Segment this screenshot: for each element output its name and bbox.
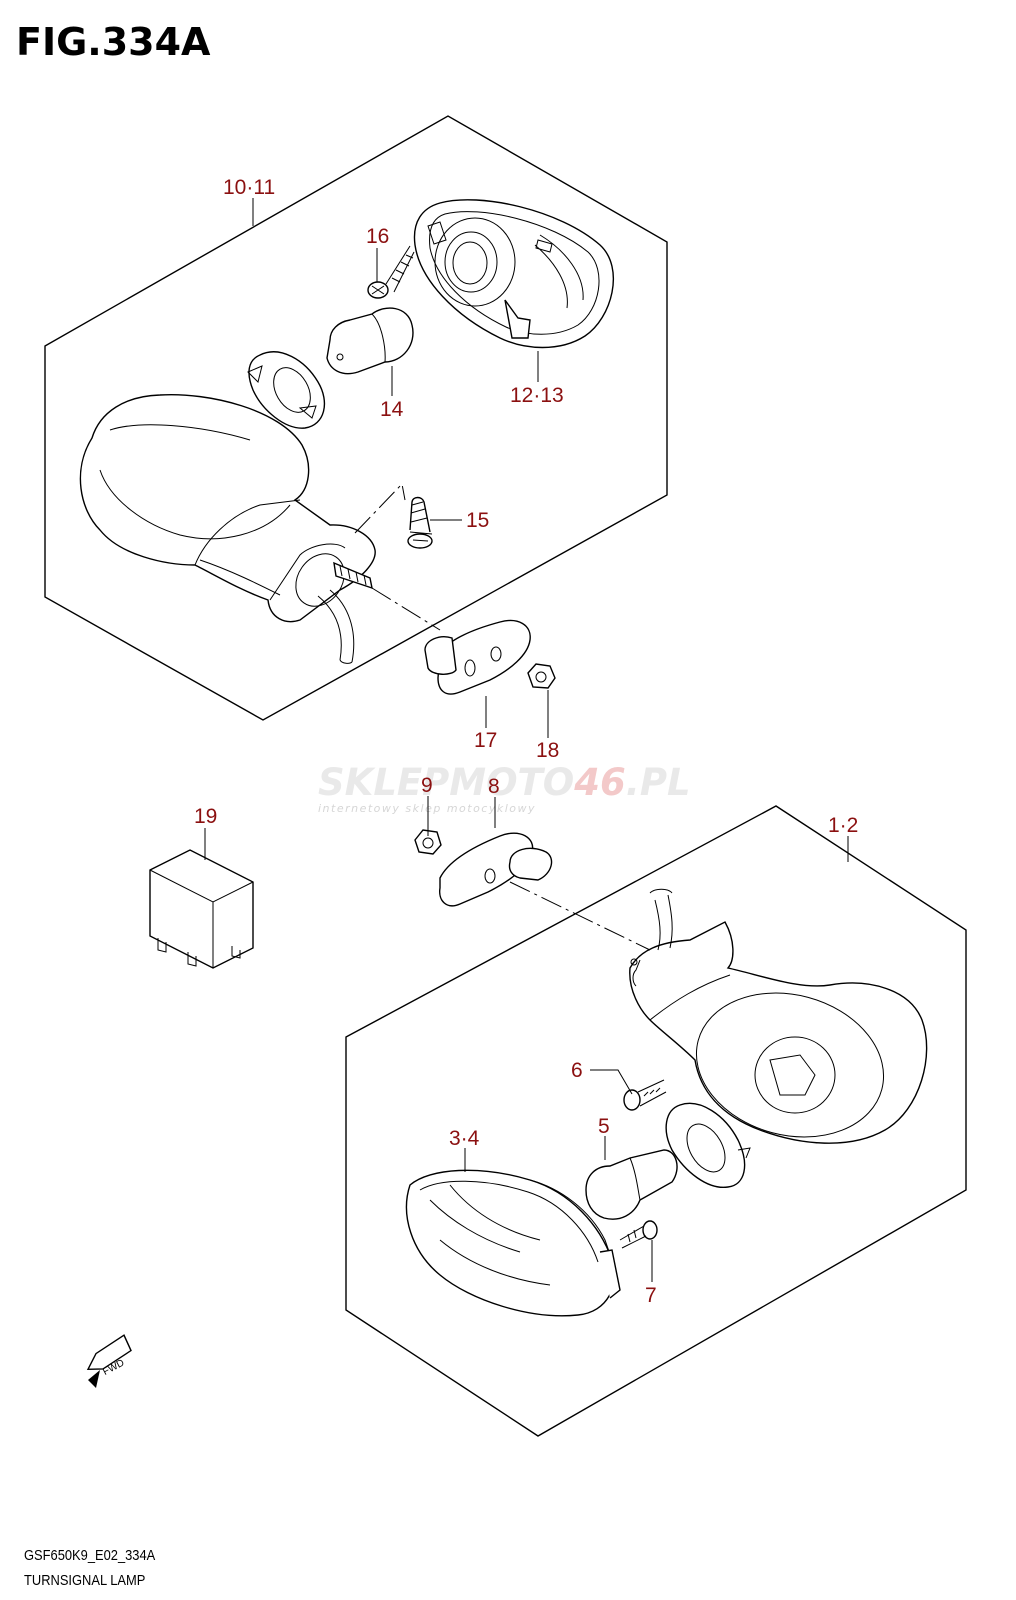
callout-16: 16: [366, 225, 389, 248]
figure-code: GSF650K9_E02_334A: [24, 1547, 156, 1564]
svg-text:SKLEPMOTO46.PL: SKLEPMOTO46.PL: [318, 761, 691, 804]
figure-title: FIG.334A: [16, 20, 211, 64]
lens-part-3-4: [405, 1169, 621, 1317]
watermark-text-accent: 46: [573, 761, 626, 804]
watermark-text-right: .PL: [626, 761, 691, 804]
callout-labels: 10·11 16 12·13 14 15 17 18 19 9 8 1·2 6 …: [194, 176, 858, 1307]
connection-lines: [354, 482, 651, 951]
callout-12-13: 12·13: [510, 384, 564, 407]
gasket-lower: [665, 1102, 751, 1188]
callout-18: 18: [536, 739, 559, 762]
plate-part-8: [439, 832, 553, 907]
housing-lower: [629, 888, 928, 1144]
screw-part-7: [619, 1220, 658, 1249]
callout-17: 17: [474, 729, 497, 752]
bulb-part-5: [585, 1149, 678, 1220]
upper-assembly-box: [44, 115, 668, 721]
callout-3-4: 3·4: [449, 1127, 480, 1150]
callout-9: 9: [421, 774, 433, 797]
fwd-arrow-icon: FWD: [86, 1334, 132, 1388]
bulb-part-14: [326, 307, 414, 375]
watermark-tagline: internetowy sklep motocyklowy: [318, 802, 536, 815]
figure-name: TURNSIGNAL LAMP: [24, 1572, 146, 1589]
gasket-upper: [247, 351, 326, 429]
screw-part-6: [623, 1079, 667, 1111]
callout-15: 15: [466, 509, 489, 532]
callout-10-11: 10·11: [223, 176, 275, 199]
leader-lines: [204, 198, 849, 1282]
callout-8: 8: [488, 775, 500, 798]
callout-19: 19: [194, 805, 217, 828]
watermark-text-left: SKLEPMOTO: [318, 761, 574, 804]
plate-part-17: [424, 619, 531, 695]
housing-upper: [79, 393, 376, 664]
callout-6: 6: [571, 1059, 583, 1082]
callout-1-2: 1·2: [828, 814, 858, 837]
callout-5: 5: [598, 1115, 610, 1138]
watermark: SKLEPMOTO46.PL internetowy sklep motocyk…: [318, 761, 691, 815]
screw-part-16: [367, 245, 415, 299]
lower-assembly-box: [345, 805, 967, 1437]
callout-14: 14: [380, 398, 404, 421]
relay-part-19: [149, 849, 254, 969]
nut-part-18: [527, 663, 556, 689]
screw-part-15: [407, 496, 433, 549]
lens-part-12-13: [413, 199, 615, 349]
callout-7: 7: [645, 1284, 657, 1307]
nut-part-9: [414, 829, 442, 855]
